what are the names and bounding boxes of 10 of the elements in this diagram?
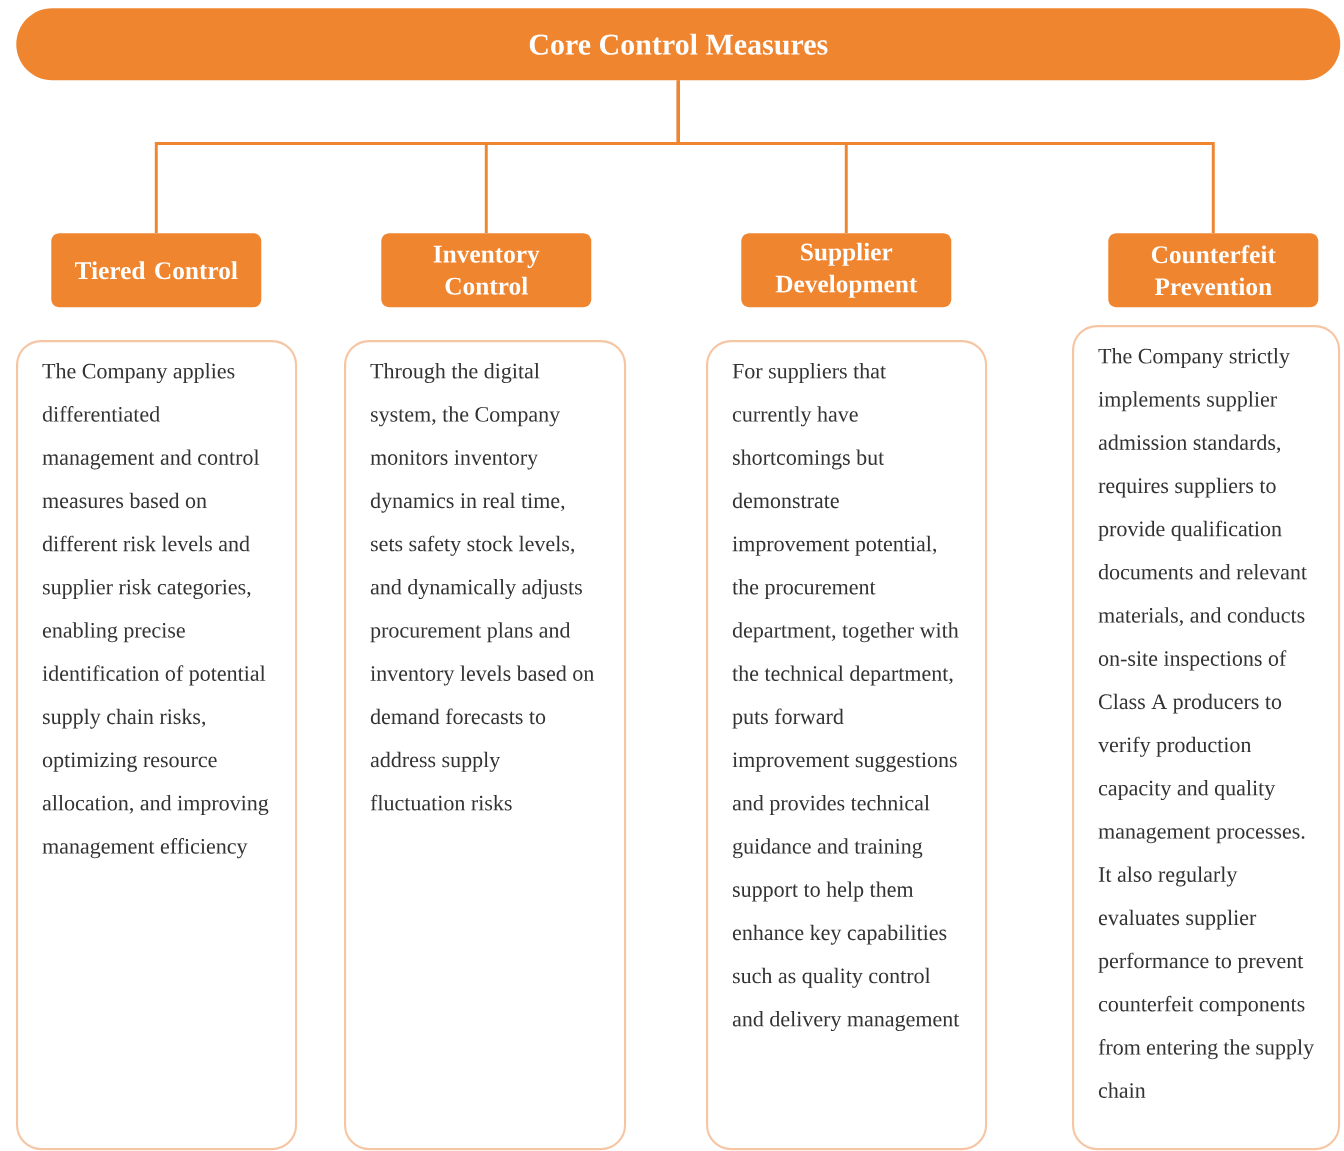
category-box: Tiered Control [51, 233, 262, 308]
connector-line [676, 80, 1215, 233]
description-card: Through the digital system, the Company monitors inventory dynamics in real time, sets safety stock levels, and dynamically adjusts procurement plans and inventory levels based on demand forecasts to address supply fluctuation risks [344, 340, 627, 1151]
title-bar: Core Control Measures [16, 8, 1341, 81]
category-box: Inventory Control [381, 233, 592, 308]
category-box: Counterfeit Prevention [1108, 233, 1319, 308]
description-card: For suppliers that currently have shortcomings but demonstrate improvement potential, the procurement department, together with the technical department, puts forward improvement suggestions and provides technical guidance and training support to help them enhance key capabilities such as quality control and delivery management [706, 340, 988, 1151]
category-box: Supplier Development [741, 233, 952, 308]
description-card: The Company applies differentiated management and control measures based on different risk levels and supplier risk categories, enabling precise identification of potential supply chain risks, optimizing resource allocation, and improving management efficiency [16, 340, 298, 1151]
description-card: The Company strictly implements supplier admission standards, requires suppliers to provide qualification documents and relevant materials, and conducts on-site inspections of Class A producers to verify production capacity and quality management processes. It also regularly evaluates supplier performance to prevent counterfeit components from entering the supply chain [1072, 325, 1341, 1151]
